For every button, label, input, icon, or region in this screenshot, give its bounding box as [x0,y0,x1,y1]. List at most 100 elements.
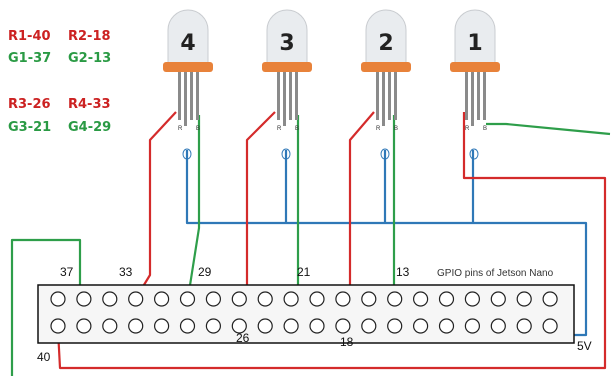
led-lead [376,72,379,120]
gpio-pin [335,291,351,307]
red-wire-led1 [56,112,607,370]
gpio-pin [387,291,403,307]
led-number: 3 [279,31,294,56]
led-leg-mark: B [483,126,487,132]
led-lead-coil [281,148,291,160]
gpio-pin [490,318,506,334]
led-leg-mark: R [376,126,381,132]
led-lead [483,72,486,120]
gpio-pin [309,291,325,307]
gpio-pin [413,291,429,307]
led-leg-mark: R [465,126,470,132]
rgb-led-1: 1R B [450,9,500,160]
gpio-pin [516,291,532,307]
gpio-header: GPIO pins of Jetson Nano 37 33 29 21 13 … [37,265,592,364]
pin-legend: R1-40 R2-18 G1-37 G2-13 R3-26 R4-33 G3-2… [8,29,111,135]
gpio-pin [231,318,247,334]
led-leg-mark: B [394,126,398,132]
gpio-pin [50,318,66,334]
green-wire-led4 [186,115,201,299]
pin-label-29: 29 [198,265,212,279]
led-leg-mark: B [196,126,200,132]
led-leg-mark: R [277,126,282,132]
gpio-pin [154,291,170,307]
legend-g4: G4-29 [68,120,111,135]
led-lead [477,72,480,120]
gpio-pin [128,318,144,334]
header-pins [50,291,558,334]
pin-label-40: 40 [37,350,51,364]
led-lead [382,72,385,126]
led-lead [394,72,397,120]
gpio-pin [542,291,558,307]
gpio-pin [257,291,273,307]
led-dome [365,9,407,64]
legend-r1: R1-40 [8,29,51,44]
gpio-pin [438,291,455,307]
gpio-pin [490,291,506,307]
led-base [450,62,500,72]
gpio-pin [154,318,170,334]
led-lead [184,72,187,126]
gpio-pin [179,291,196,307]
led-base [361,62,411,72]
gpio-pin [387,318,403,334]
led-number: 1 [467,31,482,56]
green-wire-pin37 [10,238,82,376]
gpio-pin [309,318,325,334]
pin-label-37: 37 [60,265,74,279]
gpio-pin [283,318,299,334]
led-number: 2 [378,31,393,56]
led-base [163,62,213,72]
gpio-pin [438,318,455,334]
gpio-pin [128,291,144,307]
legend-g3: G3-21 [8,120,51,135]
led-leg-mark: B [295,126,299,132]
gpio-pin [50,291,66,307]
gpio-pin [464,291,480,307]
led-lead [465,72,468,120]
red-wire-led4 [135,111,177,299]
gpio-pin [231,291,247,307]
pin-label-26: 26 [236,331,250,345]
legend-r2: R2-18 [68,29,111,44]
gpio-pin [464,318,480,334]
pin-label-21: 21 [297,265,311,279]
led-lead [388,72,391,120]
gpio-pin [283,291,299,307]
led-lead [283,72,286,126]
gpio-pin [179,318,196,334]
led-number: 4 [180,31,195,56]
led-lead [277,72,280,120]
gpio-pin [335,318,351,334]
green-wire-led1 [486,122,611,136]
led-lead-coil [380,148,390,160]
gpio-pin [257,318,273,334]
gpio-pin [76,291,92,307]
pin-label-18: 18 [340,335,354,349]
led-lead [289,72,292,120]
led-dome [167,9,209,64]
pin-label-5v: 5V [577,339,592,353]
led-lead [178,72,181,120]
gpio-pin [361,291,377,307]
led-base [262,62,312,72]
led-lead [471,72,474,126]
legend-g2: G2-13 [68,51,111,66]
gpio-pin [205,318,221,334]
header-title: GPIO pins of Jetson Nano [437,268,554,279]
legend-g1: G1-37 [8,51,51,66]
pin-label-33: 33 [119,265,133,279]
header-board [37,284,575,344]
led-lead [196,72,199,120]
led-lead-coil [182,148,192,160]
pin-label-13: 13 [396,265,410,279]
led-lead [295,72,298,120]
gpio-pin [413,318,429,334]
gpio-pin [102,318,118,334]
led-dome [454,9,496,64]
gpio-pin [361,318,377,334]
